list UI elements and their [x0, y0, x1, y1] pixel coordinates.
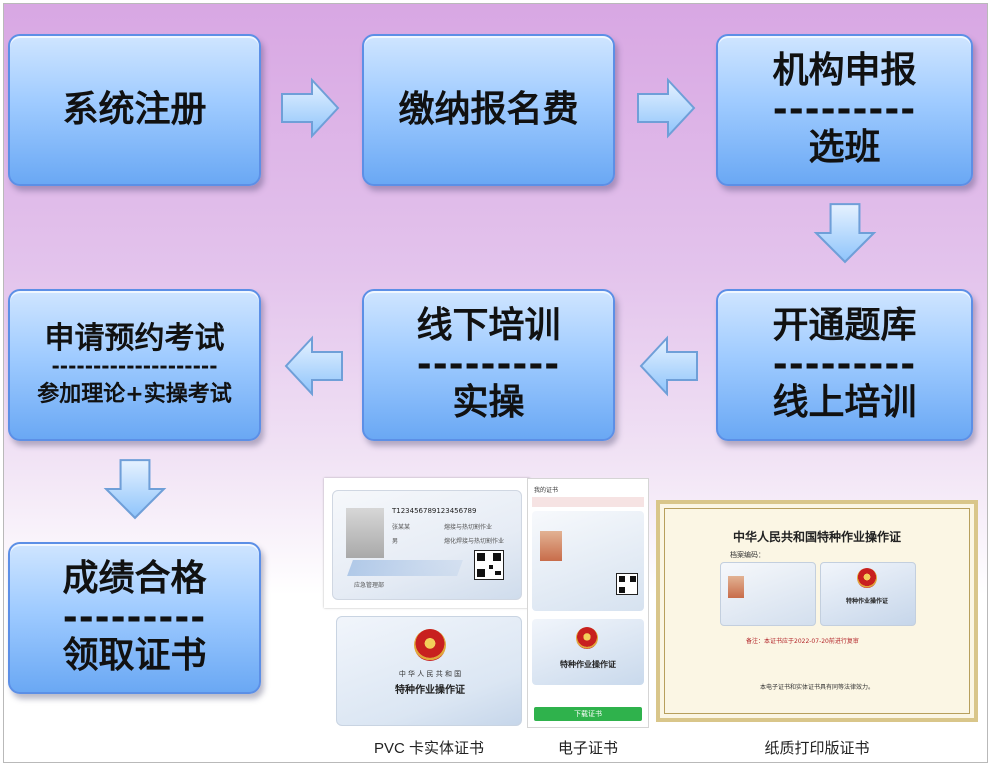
card-gender: 男 — [392, 538, 399, 545]
step-sublabel: 线上培训 — [772, 382, 917, 424]
card-number: T123456789123456789 — [392, 507, 477, 515]
arrow-left-icon — [639, 335, 698, 397]
electronic-certificate: 我的证书 特种作业操作证 下载证书 — [527, 478, 649, 728]
arrow-right-icon — [281, 77, 340, 139]
electronic-caption: 电子证书 — [557, 740, 618, 757]
paper-archive-label: 档案编码： — [730, 551, 765, 559]
arrow-down-icon — [813, 203, 877, 264]
national-emblem-icon — [576, 627, 598, 649]
step-pay-fee: 缴纳报名费 — [362, 34, 615, 186]
process-frame: 系统注册 缴纳报名费 机构申报 --------- 选班 申请预约考试 ----… — [3, 3, 988, 763]
step-sublabel: 领取证书 — [62, 635, 207, 677]
step-divider: --------- — [416, 345, 561, 385]
step-divider: --------- — [772, 345, 917, 385]
step-label: 申请预约考试 — [44, 321, 225, 357]
step-sublabel: 实操 — [452, 382, 525, 424]
pvc-back-country: 中 华 人 民 共 和 国 — [398, 670, 462, 678]
step-label: 开通题库 — [772, 304, 917, 346]
pvc-back-title: 特种作业操作证 — [395, 685, 465, 696]
step-label: 线下培训 — [416, 304, 561, 346]
paper-title: 中华人民共和国特种作业操作证 — [732, 530, 901, 544]
arrow-right-icon — [637, 77, 696, 139]
step-label: 系统注册 — [62, 88, 207, 130]
arrow-down-icon — [103, 459, 167, 520]
step-label: 机构申报 — [772, 49, 917, 91]
arrow-left-icon — [284, 335, 343, 397]
step-sublabel: 选班 — [808, 127, 881, 169]
step-offline-training: 线下培训 --------- 实操 — [362, 289, 615, 441]
card-name: 张某某 — [392, 524, 411, 531]
paper-certificate: 中华人民共和国特种作业操作证 档案编码： 特种作业操作证 备注：本证书应于202… — [656, 500, 978, 722]
qr-code — [474, 550, 504, 580]
e-cert-photo — [540, 531, 562, 561]
pvc-caption: PVC 卡实体证书 — [373, 740, 484, 757]
step-open-question-bank: 开通题库 --------- 线上培训 — [716, 289, 973, 441]
paper-note: 备注：本证书应于2022-07-20前进行复审 — [746, 638, 859, 645]
step-system-register: 系统注册 — [8, 34, 261, 186]
download-label: 下载证书 — [574, 710, 602, 718]
download-certificate-button[interactable]: 下载证书 — [534, 707, 642, 721]
paper-caption: 纸质打印版证书 — [764, 740, 870, 757]
card-issuer: 应急管理部 — [354, 582, 385, 589]
e-cert-qr-code — [616, 573, 638, 595]
paper-inner-title: 特种作业操作证 — [845, 598, 888, 605]
step-sublabel: 参加理论+实操考试 — [37, 382, 232, 408]
e-cert-title: 特种作业操作证 — [560, 660, 616, 669]
pvc-card-front: T123456789123456789 张某某 熔接与热切割作业 男 熔化焊接与… — [324, 478, 530, 608]
step-divider: -------------------- — [51, 355, 218, 378]
national-emblem-icon — [414, 629, 446, 661]
step-divider: --------- — [62, 598, 207, 638]
step-divider: --------- — [772, 90, 917, 130]
pvc-card-back: 中 华 人 民 共 和 国 特种作业操作证 — [336, 616, 522, 726]
step-pass-certificate: 成绩合格 --------- 领取证书 — [8, 542, 261, 694]
card-category: 熔化焊接与热切割作业 — [444, 538, 505, 545]
step-label: 缴纳报名费 — [398, 88, 579, 130]
e-cert-header: 我的证书 — [534, 487, 559, 494]
paper-photo — [728, 576, 744, 598]
paper-footer: 本电子证书和实体证书具有同等法律效力。 — [759, 684, 874, 691]
national-emblem-icon — [857, 568, 877, 588]
photo-placeholder — [346, 508, 384, 558]
step-label: 成绩合格 — [62, 557, 207, 599]
step-apply-exam: 申请预约考试 -------------------- 参加理论+实操考试 — [8, 289, 261, 441]
step-institution-report: 机构申报 --------- 选班 — [716, 34, 973, 186]
card-job: 熔接与热切割作业 — [444, 524, 493, 531]
